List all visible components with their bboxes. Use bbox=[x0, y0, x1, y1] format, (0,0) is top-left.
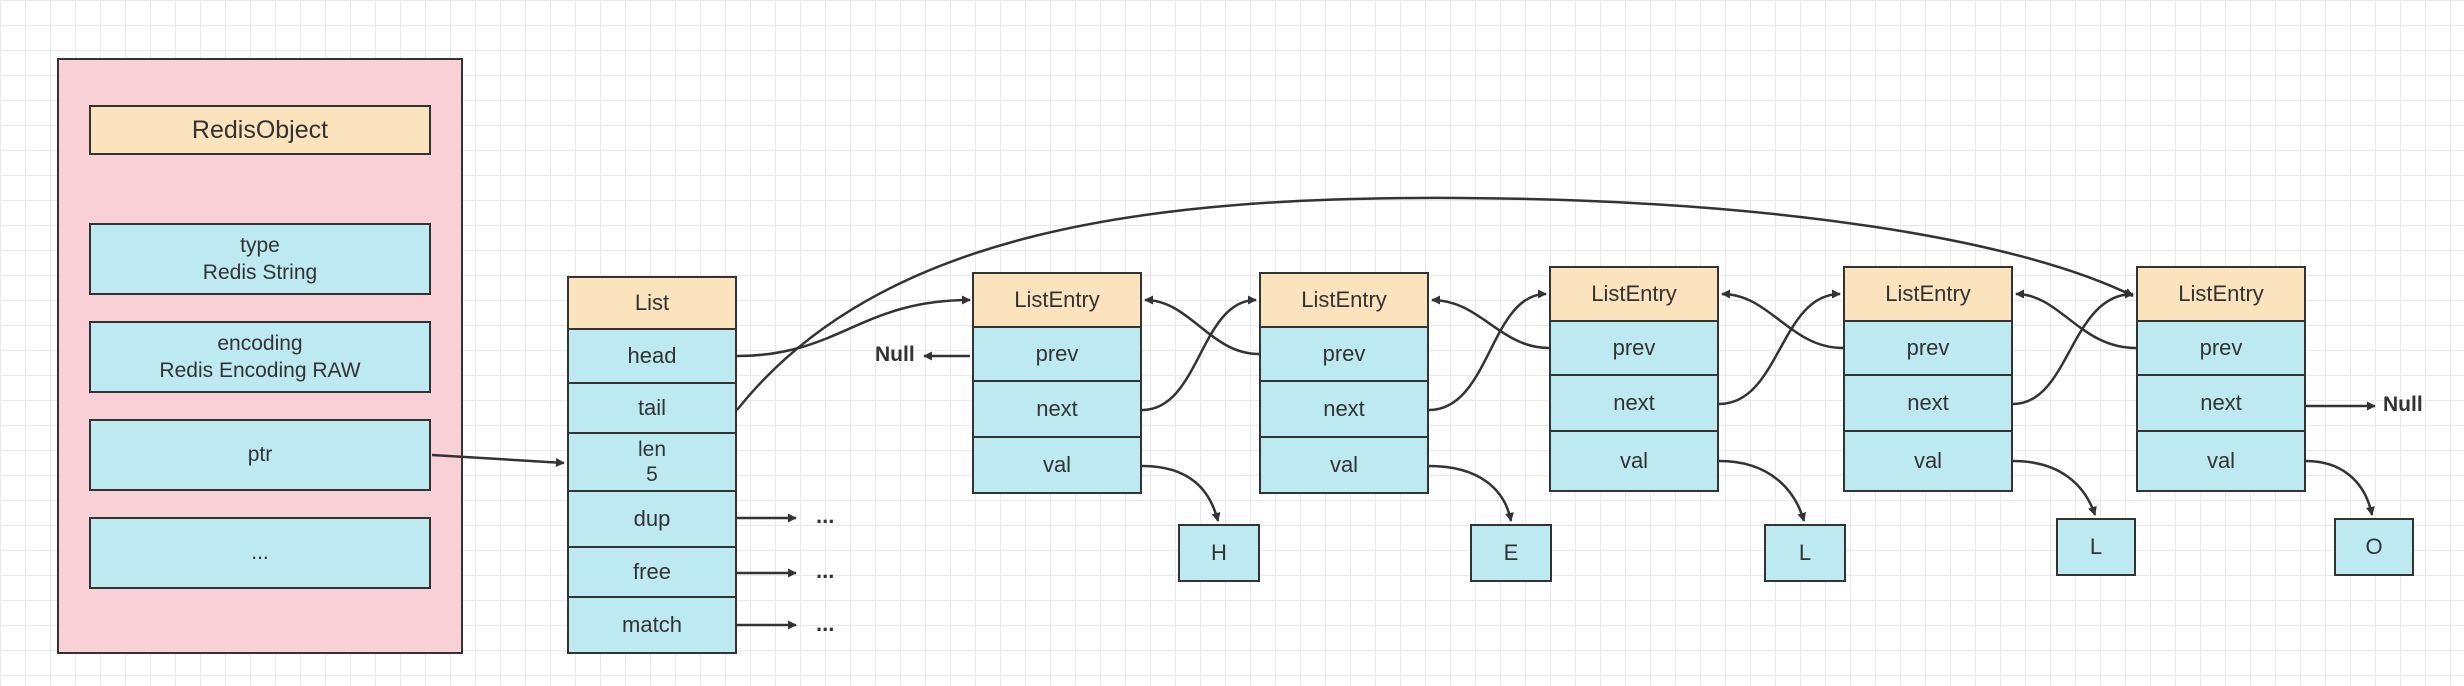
entry-3-next-field: next bbox=[1549, 374, 1719, 432]
val-2-to-e-arrow bbox=[1428, 464, 1514, 522]
entry-1-next-field: next bbox=[972, 380, 1142, 438]
entry-4-value-box: L bbox=[2056, 518, 2136, 576]
redis-object-title: RedisObject bbox=[89, 105, 431, 155]
list-dup-field: dup bbox=[567, 490, 737, 548]
dup-ellipsis: ... bbox=[816, 503, 835, 528]
entry-1-value-box: H bbox=[1178, 524, 1260, 582]
redis-object-encoding-field: encoding Redis Encoding RAW bbox=[89, 321, 431, 393]
redis-object-type-field: type Redis String bbox=[89, 223, 431, 295]
head-pointer-arrow bbox=[736, 295, 971, 358]
free-ellipsis: ... bbox=[816, 558, 835, 583]
val-4-to-l-arrow bbox=[2012, 459, 2097, 516]
entry-5-next-field: next bbox=[2136, 374, 2306, 432]
entry-1-val-field: val bbox=[972, 436, 1142, 494]
list-match-field: match bbox=[567, 596, 737, 654]
null-label-tail: Null bbox=[2383, 393, 2423, 416]
prev-3-to-2-arrow bbox=[1431, 295, 1550, 350]
next-4-to-5-arrow bbox=[2012, 289, 2134, 406]
entry-3-val-field: val bbox=[1549, 430, 1719, 492]
entry-5-val-field: val bbox=[2136, 430, 2306, 492]
entry-2-title: ListEntry bbox=[1259, 272, 1429, 328]
entry-3-title: ListEntry bbox=[1549, 266, 1719, 322]
entry-5-value-box: O bbox=[2334, 518, 2414, 576]
val-1-to-h-arrow bbox=[1141, 464, 1221, 522]
ptr-to-list-arrow bbox=[431, 453, 565, 468]
entry-2-value-box: E bbox=[1470, 524, 1552, 582]
next-2-to-3-arrow bbox=[1428, 289, 1547, 412]
redis-object-ptr-field: ptr bbox=[89, 419, 431, 491]
list-len-field: len 5 bbox=[567, 432, 737, 492]
entry-4-val-field: val bbox=[1843, 430, 2013, 492]
entry-3-value-box: L bbox=[1764, 524, 1846, 582]
prev-2-to-1-arrow bbox=[1144, 295, 1260, 356]
prev-5-to-4-arrow bbox=[2015, 289, 2137, 350]
null-label-head: Null bbox=[875, 343, 915, 366]
entry-4-title: ListEntry bbox=[1843, 266, 2013, 322]
next-3-to-4-arrow bbox=[1718, 289, 1841, 406]
next-1-to-2-arrow bbox=[1141, 295, 1257, 412]
match-ellipsis: ... bbox=[816, 611, 835, 636]
list-tail-field: tail bbox=[567, 382, 737, 434]
val-3-to-l-arrow bbox=[1718, 459, 1807, 522]
list-head-field: head bbox=[567, 328, 737, 384]
entry-1-prev-field: prev bbox=[972, 326, 1142, 382]
val-5-to-o-arrow bbox=[2305, 459, 2375, 516]
entry-2-val-field: val bbox=[1259, 436, 1429, 494]
entry-3-prev-field: prev bbox=[1549, 320, 1719, 376]
tail-pointer-arrow bbox=[736, 196, 2134, 411]
entry-2-next-field: next bbox=[1259, 380, 1429, 438]
entry-5-title: ListEntry bbox=[2136, 266, 2306, 322]
entry-4-prev-field: prev bbox=[1843, 320, 2013, 376]
list-title: List bbox=[567, 276, 737, 330]
redis-object-more-field: ... bbox=[89, 517, 431, 589]
entry-4-next-field: next bbox=[1843, 374, 2013, 432]
prev-4-to-3-arrow bbox=[1721, 289, 1844, 350]
